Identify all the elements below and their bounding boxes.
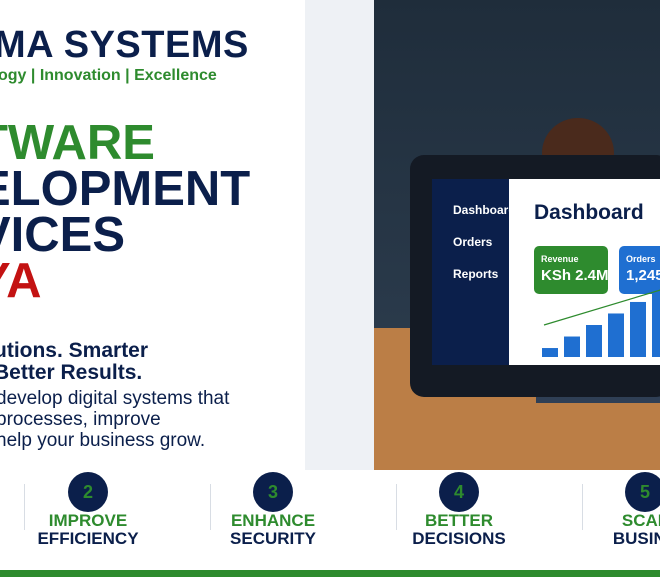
step-enhance-security: 3 ENHANCE SECURITY [183,472,363,547]
hero-description: develop digital systems that processes, … [0,388,229,451]
step-divider [210,484,211,530]
step-divider [582,484,583,530]
step-subtitle: SECURITY [230,529,316,548]
step-title: IMPROVE [48,511,128,530]
sidebar-item-reports[interactable]: Reports [453,267,499,281]
description-line-2: processes, improve [0,409,161,430]
bar-chart [542,289,660,357]
step-number-badge: 5 [625,472,660,512]
brand-name: MA SYSTEMS [0,24,249,66]
orders-value: 1,245 [626,267,660,284]
bar [586,325,602,357]
revenue-label: Revenue [541,254,579,264]
bar [564,336,580,357]
bar [608,313,624,357]
step-subtitle: BUSINE [612,529,660,548]
step-subtitle: DECISIONS [412,529,506,548]
hero-headline: TWARE ELOPMENT VICES YA [0,116,251,308]
step-title: ENHANCE [230,511,316,530]
revenue-card: Revenue KSh 2.4M [534,246,608,294]
sidebar-item-dashboard[interactable]: Dashboard [453,203,516,217]
bottom-accent-bar [0,570,660,577]
headline-line-3: VICES [0,208,126,262]
bar [630,301,646,357]
headline-line-1: TWARE [0,116,155,170]
dashboard-title: Dashboard [534,201,644,224]
step-subtitle: EFFICIENCY [37,529,139,548]
step-scale-business: 5 SCAL BUSINE [555,472,660,547]
headline-line-2: ELOPMENT [0,162,251,216]
step-number-badge: 2 [68,472,108,512]
hero-text-panel: MA SYSTEMS ogy | Innovation | Excellence… [0,0,305,470]
sidebar-item-orders[interactable]: Orders [453,235,493,249]
bar [542,348,558,357]
hero-subheading: utions. Smarter Better Results. [0,340,148,384]
headline-line-4: YA [0,254,42,308]
step-better-decisions: 4 BETTER DECISIONS [369,472,549,547]
benefit-steps: 2 IMPROVE EFFICIENCY 3 ENHANCE SECURITY … [0,470,660,570]
description-line-3: help your business grow. [0,430,206,451]
orders-card: Orders 1,245 [619,246,660,294]
bar [652,293,660,357]
revenue-value: KSh 2.4M [541,267,608,284]
step-number-badge: 4 [439,472,479,512]
monitor: Dashboard Orders Reports Dashboard Reven… [410,155,660,397]
step-improve-efficiency: 2 IMPROVE EFFICIENCY [0,472,178,547]
step-divider [396,484,397,530]
trend-line [543,289,660,326]
dashboard-sidebar: Dashboard Orders Reports [432,179,516,365]
subheading-line-1: utions. Smarter [0,339,149,362]
monitor-stand [536,395,660,403]
brand-tagline: ogy | Innovation | Excellence [0,67,217,84]
dashboard-screen: Dashboard Orders Reports Dashboard Reven… [432,179,660,365]
step-title: SCAL [621,511,660,530]
step-number-badge: 3 [253,472,293,512]
divider-strip [305,0,374,470]
step-title: BETTER [425,511,493,530]
subheading-line-2: Better Results. [0,361,143,384]
description-line-1: develop digital systems that [0,388,230,409]
hero-photo: Dashboard Orders Reports Dashboard Reven… [374,0,660,470]
step-divider [24,484,25,530]
orders-label: Orders [626,254,656,264]
